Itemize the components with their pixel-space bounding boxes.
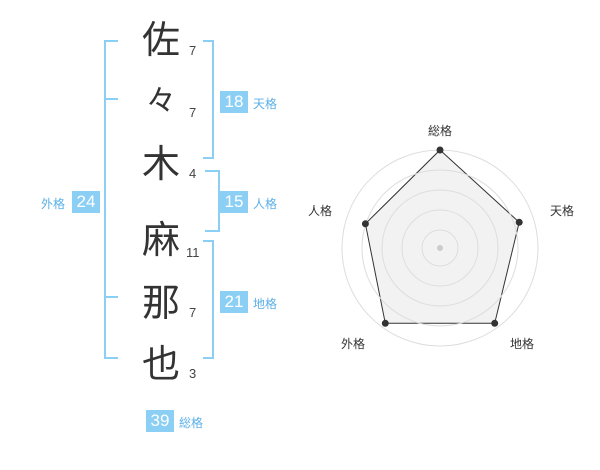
radar-point-3 <box>491 319 499 327</box>
gaikaku-tick-1 <box>104 98 118 100</box>
radar-center-dot <box>437 245 443 251</box>
stroke-count-5: 7 <box>189 305 197 320</box>
gaikaku-tick-2 <box>104 296 118 298</box>
chikaku-label: 地格 <box>253 297 278 311</box>
radar-ring-2 <box>381 189 499 307</box>
name-char-5: 那 <box>141 281 180 325</box>
name-char-2: 々 <box>146 84 176 119</box>
stroke-count-2: 7 <box>189 105 197 120</box>
chikaku-bracket-top <box>203 240 214 242</box>
name-char-1: 佐 <box>141 18 180 62</box>
gaikaku-bracket-top <box>104 40 118 42</box>
stroke-count-1: 7 <box>189 43 197 58</box>
chikaku-bracket-bottom <box>203 357 214 359</box>
stroke-count-3: 4 <box>189 166 197 181</box>
jinkaku-value-badge: 15 <box>220 191 248 213</box>
jinkaku-bracket-top <box>205 170 220 172</box>
name-char-6: 也 <box>141 342 180 386</box>
radar-label-soukaku: 総格 <box>428 124 453 138</box>
radar-label-jinkaku: 人格 <box>308 204 333 218</box>
radar-point-2 <box>515 218 523 226</box>
chikaku-value-badge: 21 <box>220 291 248 313</box>
radar-ring-inner <box>421 229 459 267</box>
chikaku-bracket-vertical <box>212 240 214 359</box>
jinkaku-label: 人格 <box>253 197 278 211</box>
radar-point-4 <box>381 319 389 327</box>
stroke-count-6: 3 <box>189 366 197 381</box>
gaikaku-label: 外格 <box>41 197 66 211</box>
jinkaku-bracket-bottom <box>205 230 220 232</box>
stroke-count-4: 11 <box>186 245 200 260</box>
jinkaku-bracket-vertical <box>218 170 220 232</box>
radar-value-polygon <box>364 149 520 324</box>
name-char-4: 麻 <box>141 218 180 262</box>
tenkaku-label: 天格 <box>253 97 278 111</box>
radar-ring-1 <box>401 209 479 287</box>
radar-point-1 <box>436 146 444 154</box>
tenkaku-bracket-vertical <box>212 40 214 159</box>
soukaku-label: 総格 <box>179 416 204 430</box>
gaikaku-bracket-vertical <box>104 40 106 359</box>
radar-label-chikaku: 地格 <box>510 337 535 351</box>
radar-point-5 <box>361 220 369 228</box>
radar-label-tenkaku: 天格 <box>550 204 575 218</box>
tenkaku-value-badge: 18 <box>220 91 248 113</box>
tenkaku-bracket-top <box>203 40 214 42</box>
radar-label-gaikaku: 外格 <box>341 337 366 351</box>
soukaku-value-badge: 39 <box>146 410 174 432</box>
radar-ring-3 <box>361 169 519 327</box>
tenkaku-bracket-bottom <box>203 157 214 159</box>
gaikaku-bracket-bottom <box>104 357 118 359</box>
radar-chart <box>341 146 539 347</box>
gaikaku-value-badge: 24 <box>72 191 100 213</box>
name-char-3: 木 <box>141 142 180 186</box>
